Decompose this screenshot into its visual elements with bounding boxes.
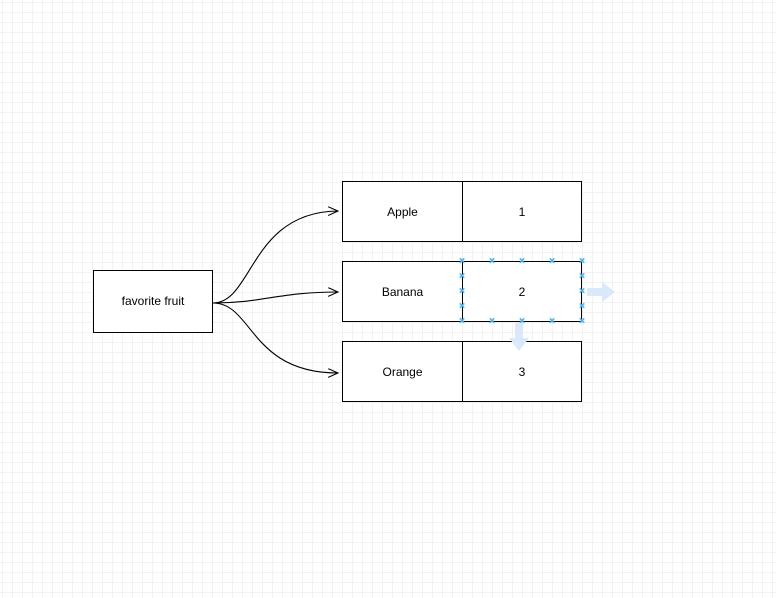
table-cell-name[interactable]: Banana	[342, 261, 463, 322]
table-cell-rank-text: 2	[518, 284, 526, 299]
table-cell-rank-text: 1	[518, 204, 526, 219]
table-cell-rank-selected[interactable]: 2	[462, 261, 582, 322]
node-favorite-fruit-label: favorite fruit	[121, 294, 185, 309]
edge-favorite-fruit-to-banana[interactable]	[212, 292, 338, 304]
table-row[interactable]: Banana 2	[342, 261, 583, 322]
table-row[interactable]: Orange 3	[342, 341, 583, 402]
edge-favorite-fruit-to-orange[interactable]	[212, 302, 338, 373]
table-cell-name[interactable]: Apple	[342, 181, 463, 242]
table-row[interactable]: Apple 1	[342, 181, 583, 242]
table-cell-rank[interactable]: 1	[462, 181, 582, 242]
node-favorite-fruit[interactable]: favorite fruit	[93, 270, 213, 333]
table-cell-name-text: Apple	[387, 204, 418, 219]
table-cell-name[interactable]: Orange	[342, 341, 463, 402]
direction-arrow-right-icon[interactable]	[586, 280, 618, 304]
edge-favorite-fruit-to-apple[interactable]	[212, 211, 338, 304]
table-cell-rank[interactable]: 3	[462, 341, 582, 402]
table-cell-name-text: Orange	[382, 364, 423, 379]
table-cell-name-text: Banana	[381, 284, 424, 299]
table-cell-rank-text: 3	[518, 364, 526, 379]
